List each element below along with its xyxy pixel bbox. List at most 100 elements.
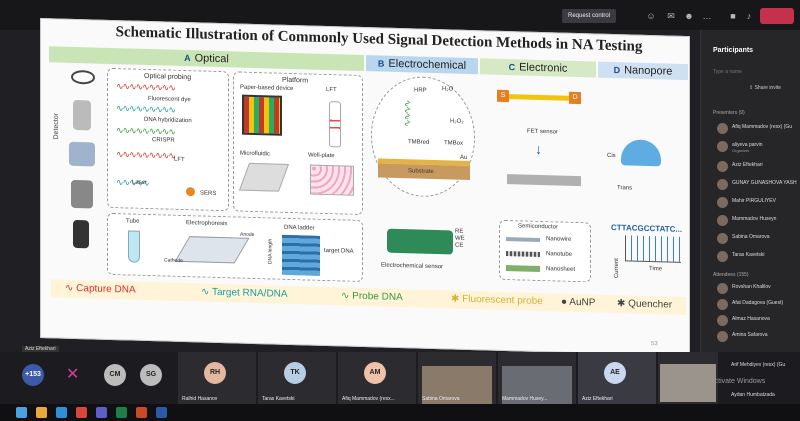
electrochemical-sensor-image — [387, 228, 453, 255]
reactions-icon[interactable]: ☻ — [684, 11, 694, 21]
target-dna-label: target DNA — [324, 247, 354, 255]
participant-row[interactable]: Amina Safarova — [713, 330, 800, 344]
sers-label: SERS — [200, 190, 217, 197]
substrate-label: Substrate — [408, 168, 434, 175]
participant-row[interactable]: Aydan Humbatzada — [731, 392, 775, 398]
activate-windows-watermark: Activate Windows — [710, 378, 766, 385]
participant-tile-rh[interactable]: RH Ralhid Hasanov — [178, 352, 256, 404]
plate-reader-icon — [69, 141, 95, 167]
participant-video — [660, 364, 716, 402]
h2o2-label: H₂O₂ — [450, 118, 464, 125]
electrophoresis-box: Tube Electrophoresis Cathode Anode DNA l… — [107, 212, 363, 283]
word-icon[interactable] — [156, 407, 167, 418]
we-label: WE — [455, 235, 465, 242]
tube-image — [128, 230, 140, 263]
legend-quencher: ✱ Quencher — [617, 298, 673, 311]
down-arrow-icon: ↓ — [535, 140, 542, 158]
participant-tile-video-1[interactable]: Sabina Omarova — [418, 352, 496, 404]
more-options-icon[interactable]: … — [702, 11, 712, 21]
well-plate-image — [310, 164, 354, 196]
semiconductor-label: Semiconductor — [518, 223, 559, 231]
legend-target-dna: ∿ Target RNA/DNA — [201, 286, 288, 300]
leave-button[interactable] — [760, 8, 794, 24]
people-icon[interactable]: ☺ — [646, 11, 656, 21]
share-icon: ⇪ — [749, 85, 755, 91]
optical-probing-box: Optical probing ∿∿∿∿∿∿∿∿∿ Fluorescent dy… — [107, 67, 229, 212]
participant-row[interactable]: Rovshan Khalilov — [713, 282, 800, 296]
participant-row[interactable]: Taras Kavetski — [713, 250, 800, 264]
participant-row[interactable]: Aziz Eftekhari — [713, 160, 800, 174]
participant-video — [422, 366, 492, 404]
handheld-reader-icon — [73, 99, 91, 131]
share-invite-button[interactable]: ⇪ Share invite — [749, 85, 781, 91]
edge-icon[interactable] — [56, 407, 67, 418]
participant-row[interactable]: Afiq Mammadov (resx) (Gu — [713, 122, 800, 136]
gel-tray-image — [174, 236, 250, 264]
participant-row[interactable]: Arif Mehdiyev (resx) (Gu — [731, 362, 786, 368]
participant-avatar-cm[interactable]: CM — [104, 364, 126, 386]
participant-row[interactable]: Mahir PIRGULIYEV — [713, 196, 800, 210]
participants-panel: Participants ⇪ Share invite Presenters (… — [700, 30, 800, 352]
participant-row[interactable]: GUNAY GUNASHOVA YASH — [713, 178, 800, 192]
excel-icon[interactable] — [116, 407, 127, 418]
platform-title: Platform — [282, 76, 309, 85]
trans-label: Trans — [617, 185, 633, 192]
fet-sensor-label: FET sensor — [527, 128, 558, 136]
drain-electrode: D — [569, 91, 581, 105]
legend-capture-dna: ∿ Capture DNA — [65, 282, 136, 296]
presenter-name-tag: Aziz Eftekhari — [22, 346, 59, 352]
crispr-label: CRISPR — [152, 137, 175, 144]
participant-row[interactable]: Almaz Hasanova — [713, 314, 800, 328]
optical-probing-title: Optical probing — [144, 72, 192, 82]
eye-icon — [71, 69, 95, 85]
participants-title: Participants — [713, 47, 754, 54]
chat-icon[interactable]: ✉ — [667, 11, 675, 21]
participant-tile-video-3[interactable] — [658, 352, 718, 404]
participant-tile-ae[interactable]: AE Aziz Eftekhari — [578, 352, 656, 404]
request-control-button[interactable]: Request control — [562, 9, 617, 23]
participant-row[interactable]: Sabina Omarova — [713, 232, 800, 246]
camera-icon[interactable]: ■ — [730, 11, 736, 21]
shared-slide: Schematic Illustration of Commonly Used … — [40, 18, 690, 357]
detector-label: Detector — [53, 112, 60, 140]
re-label: RE — [455, 228, 464, 235]
legend-bar: ∿ Capture DNA ∿ Target RNA/DNA ∿ Probe D… — [51, 279, 686, 316]
presenters-header[interactable]: Presenters (9) — [713, 110, 745, 116]
participant-search-input[interactable] — [713, 67, 793, 77]
platform-box: Platform Paper-based device LFT Microflu… — [233, 71, 363, 216]
windows-taskbar — [0, 404, 800, 421]
hrp-label: HRP — [414, 87, 427, 94]
lft-platform-label: LFT — [326, 86, 337, 94]
participant-strip: +153 ✕ CM SG RH Ralhid Hasanov TK Taras … — [0, 352, 800, 404]
attendees-header[interactable]: Attendees (155) — [713, 272, 749, 278]
participant-video — [502, 366, 572, 404]
powerpoint-icon[interactable] — [136, 407, 147, 418]
microscope-icon — [71, 179, 93, 209]
participant-row[interactable]: Mammadov Huseyn — [713, 214, 800, 228]
participant-row[interactable]: Afat Dadagova (Guest) — [713, 298, 800, 312]
more-participants-button[interactable]: +153 — [22, 364, 44, 386]
cis-label: Cis — [607, 152, 616, 160]
windows-start-icon[interactable] — [16, 407, 27, 418]
tube-label: Tube — [126, 218, 140, 225]
file-explorer-icon[interactable] — [36, 407, 47, 418]
participant-avatar-sg[interactable]: SG — [140, 364, 162, 386]
gel-image — [282, 234, 320, 276]
participant-tile-am[interactable]: AM Afiq Mammadov (resx... — [338, 352, 416, 404]
laser-label: Laser — [132, 179, 148, 186]
legend-probe-dna: ∿ Probe DNA — [341, 290, 403, 304]
participant-tile-video-2[interactable]: Mammadov Husey... — [498, 352, 576, 404]
dna-ladder-label: DNA ladder — [284, 224, 315, 232]
legend-aunp: ● AuNP — [561, 296, 596, 309]
nanosheet-label: Nanosheet — [546, 266, 576, 273]
microphone-icon[interactable]: ♪ — [746, 11, 752, 21]
paper-device-label: Paper-based device — [240, 84, 294, 93]
participant-tile-tk[interactable]: TK Taras Kavetski — [258, 352, 336, 404]
teams-icon[interactable] — [96, 407, 107, 418]
app-icon[interactable] — [76, 407, 87, 418]
sequence-label: CTTACGCCTATC... — [611, 222, 683, 234]
